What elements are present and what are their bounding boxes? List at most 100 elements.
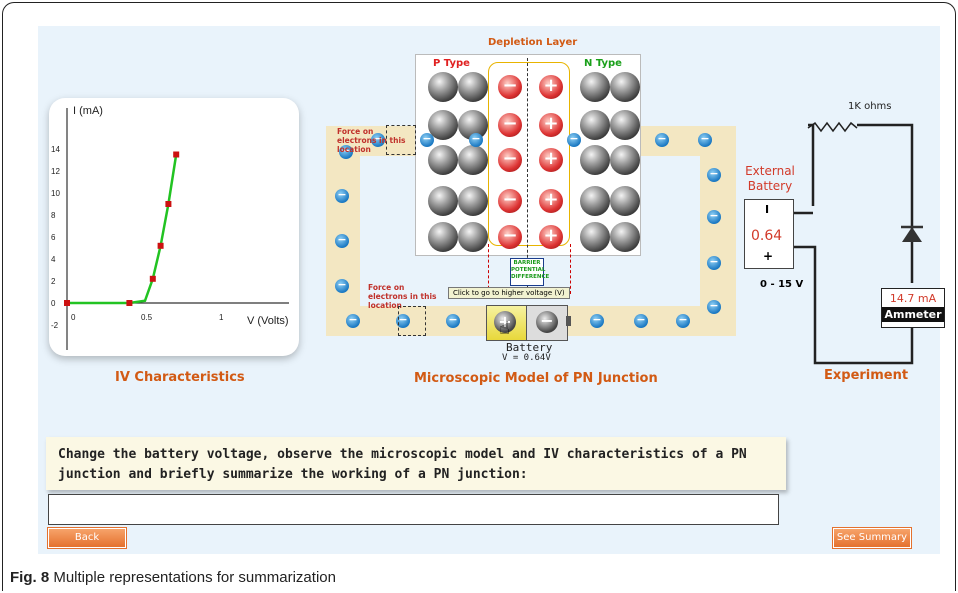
answer-input[interactable] bbox=[48, 494, 779, 525]
figure-caption: Fig. 8 Multiple representations for summ… bbox=[10, 569, 336, 586]
lattice-atom bbox=[428, 72, 458, 102]
depletion-edge-left bbox=[488, 244, 489, 294]
resistor-label: 1K ohms bbox=[848, 101, 892, 112]
data-point-marker bbox=[157, 242, 164, 249]
negative-ion: − bbox=[498, 113, 522, 137]
see-summary-button[interactable]: See Summary bbox=[833, 528, 911, 548]
data-point-marker bbox=[165, 201, 172, 207]
voltage-range-label: 0 - 15 V bbox=[760, 279, 804, 290]
lattice-atom bbox=[458, 72, 488, 102]
electron: − bbox=[339, 145, 353, 159]
electron: − bbox=[634, 314, 648, 328]
battery-terminal bbox=[566, 316, 571, 326]
data-point-marker bbox=[64, 300, 70, 306]
y-tick-label: 2 bbox=[51, 277, 56, 286]
lattice-atom bbox=[428, 110, 458, 140]
ammeter: 14.7 mA Ammeter bbox=[881, 288, 945, 328]
lattice-atom bbox=[580, 186, 610, 216]
data-point-marker bbox=[173, 151, 180, 158]
electron: − bbox=[420, 133, 434, 147]
hand-cursor-icon: ☝ bbox=[499, 318, 510, 339]
battery-minus-terminal: − bbox=[536, 311, 558, 333]
electron: − bbox=[707, 300, 721, 314]
lattice-atom bbox=[610, 186, 640, 216]
experiment-title: Experiment bbox=[824, 368, 909, 383]
electron: − bbox=[707, 256, 721, 270]
iv-curve bbox=[67, 154, 178, 305]
question-prompt: Change the battery voltage, observe the … bbox=[46, 437, 786, 490]
iv-chart-title: IV Characteristics bbox=[115, 370, 245, 385]
pn-model-title: Microscopic Model of PN Junction bbox=[414, 371, 658, 386]
y-tick-label: 10 bbox=[51, 189, 60, 198]
figure-label: Fig. 8 bbox=[10, 569, 50, 586]
electron: − bbox=[590, 314, 604, 328]
ammeter-label: Ammeter bbox=[882, 307, 944, 322]
force-label-top: Force on electrons in this location bbox=[337, 127, 406, 154]
battery-voltage: V = 0.64V bbox=[502, 353, 551, 363]
depletion-layer-label: Depletion Layer bbox=[488, 37, 578, 48]
data-point-marker bbox=[126, 300, 133, 306]
negative-ion: − bbox=[498, 148, 522, 172]
battery-label: Battery bbox=[506, 341, 553, 354]
positive-ion: + bbox=[539, 75, 563, 99]
electron: − bbox=[469, 133, 483, 147]
positive-ion: + bbox=[539, 189, 563, 213]
positive-ion: + bbox=[539, 225, 563, 249]
lattice-atom bbox=[428, 222, 458, 252]
back-button[interactable]: Back bbox=[48, 528, 126, 548]
lattice-atom bbox=[580, 110, 610, 140]
figure-caption-text: Multiple representations for summarizati… bbox=[53, 569, 336, 586]
y-tick-label: 14 bbox=[51, 145, 60, 154]
electron: − bbox=[335, 189, 349, 203]
electron: − bbox=[346, 314, 360, 328]
positive-ion: + bbox=[539, 113, 563, 137]
lattice-atom bbox=[610, 222, 640, 252]
y-axis-label: I (mA) bbox=[73, 105, 103, 117]
n-type-label: N Type bbox=[584, 58, 622, 69]
negative-ion: − bbox=[498, 225, 522, 249]
depletion-edge-right bbox=[570, 244, 571, 294]
lattice-atom bbox=[580, 145, 610, 175]
negative-ion: − bbox=[498, 75, 522, 99]
lattice-atom bbox=[458, 222, 488, 252]
positive-ion: + bbox=[539, 148, 563, 172]
p-type-label: P Type bbox=[433, 58, 470, 69]
experiment-circuit bbox=[793, 121, 923, 365]
negative-ion: − bbox=[498, 189, 522, 213]
depletion-region-outline bbox=[488, 62, 570, 246]
y-tick-label: 12 bbox=[51, 167, 60, 176]
barrier-label: BARRIER POTENTIAL DIFFERENCE bbox=[510, 258, 549, 286]
electron: − bbox=[567, 133, 581, 147]
force-label-bottom: Force on electrons in this location bbox=[368, 283, 437, 310]
electron: − bbox=[676, 314, 690, 328]
external-battery-pos: + bbox=[763, 249, 774, 263]
electron: − bbox=[335, 234, 349, 248]
lattice-atom bbox=[428, 145, 458, 175]
electron: − bbox=[371, 133, 385, 147]
voltage-tooltip: Click to go to higher voltage (V) bbox=[448, 287, 570, 299]
lattice-atom bbox=[428, 186, 458, 216]
x-tick-label: 0 bbox=[71, 313, 76, 322]
junction-line bbox=[527, 58, 528, 288]
x-tick-label: 0.5 bbox=[141, 313, 153, 322]
external-battery-neg: I bbox=[765, 203, 770, 216]
external-battery-box bbox=[744, 199, 794, 269]
electron: − bbox=[655, 133, 669, 147]
force-box-bottom bbox=[398, 306, 426, 336]
lattice-atom bbox=[580, 222, 610, 252]
external-battery-voltage: 0.64 bbox=[751, 228, 783, 244]
electron: − bbox=[707, 210, 721, 224]
data-point-marker bbox=[149, 275, 156, 282]
x-axis-label: V (Volts) bbox=[247, 315, 289, 327]
force-box-top bbox=[386, 125, 416, 155]
electron: − bbox=[698, 133, 712, 147]
lattice-atom bbox=[610, 110, 640, 140]
y-tick-label: -2 bbox=[51, 321, 59, 330]
lattice-atom bbox=[458, 145, 488, 175]
y-tick-label: 8 bbox=[51, 211, 56, 220]
y-tick-label: 6 bbox=[51, 233, 56, 242]
battery-plus-terminal[interactable]: + bbox=[494, 311, 516, 333]
electron: − bbox=[446, 314, 460, 328]
electron: − bbox=[396, 314, 410, 328]
